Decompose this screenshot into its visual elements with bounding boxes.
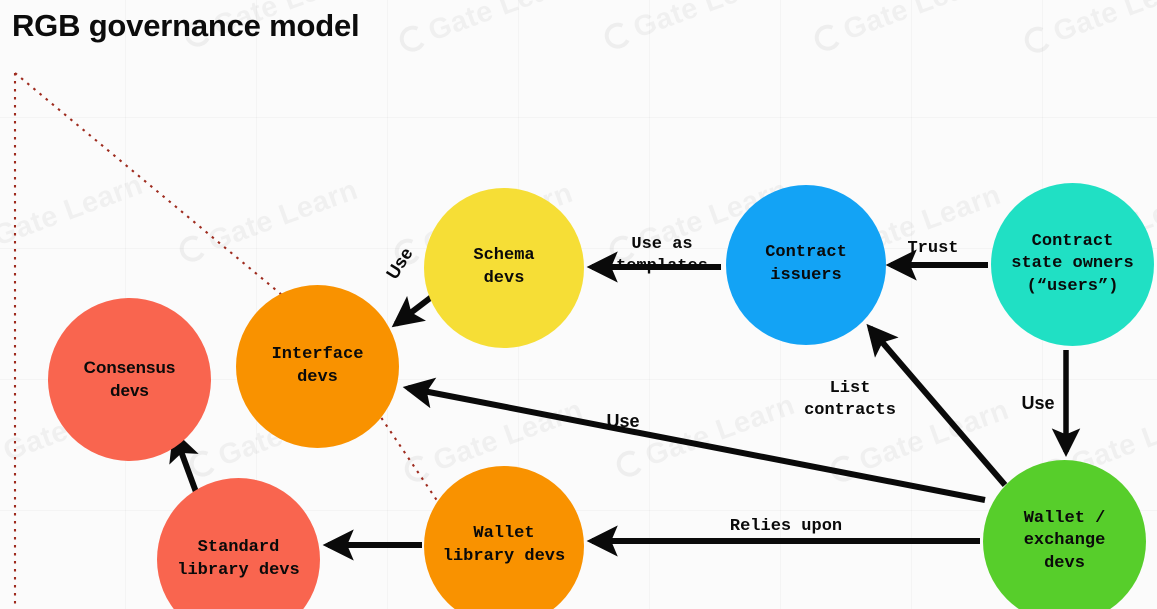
watermark: Gate Learn	[0, 169, 147, 264]
edge-label-use-schema-interface: Use	[382, 244, 417, 283]
edge-label-trust: Trust	[907, 239, 959, 258]
watermark: Gate Learn	[600, 0, 787, 56]
watermark: Gate Learn	[612, 389, 799, 484]
node-consensus-devs[interactable]: Consensus devs	[48, 298, 211, 461]
gate-logo-icon	[613, 446, 647, 481]
node-schema-devs[interactable]: Schema devs	[424, 188, 584, 348]
gate-logo-icon	[0, 441, 5, 476]
gate-logo-icon	[401, 451, 435, 486]
gate-logo-icon	[186, 446, 220, 481]
node-contract-issuers[interactable]: Contract issuers	[726, 185, 886, 345]
node-wallet-exchange-devs[interactable]: Wallet / exchange devs	[983, 460, 1146, 609]
node-standard-library-devs[interactable]: Standard library devs	[157, 478, 320, 609]
edge-label-list-contracts: List contracts	[804, 379, 896, 421]
edge-label-use-as-templates: Use as templates	[616, 235, 708, 277]
gate-logo-icon	[827, 451, 861, 486]
edge-label-relies-upon: Relies upon	[729, 517, 843, 536]
watermark: Gate Learn	[395, 0, 582, 59]
governance-boundary-diagonal-upper	[14, 72, 301, 311]
node-contract-state-owners[interactable]: Contract state owners (“users”)	[991, 183, 1154, 346]
watermark: Gate Learn	[810, 0, 997, 58]
gate-logo-icon	[396, 21, 430, 56]
gate-logo-icon	[1021, 22, 1055, 57]
edge-label-use-owners-wallet: Use	[1021, 393, 1055, 413]
gate-logo-icon	[601, 18, 635, 53]
node-wallet-library-devs[interactable]: Wallet library devs	[424, 466, 584, 609]
watermark: Gate Learn	[1020, 0, 1157, 60]
watermark: Gate Learn	[175, 174, 362, 269]
edge-label-use-wallet-interface: Use	[606, 411, 640, 431]
gate-logo-icon	[811, 20, 845, 55]
node-interface-devs[interactable]: Interface devs	[236, 285, 399, 448]
page-title: RGB governance model	[12, 8, 360, 43]
gate-logo-icon	[176, 231, 210, 266]
